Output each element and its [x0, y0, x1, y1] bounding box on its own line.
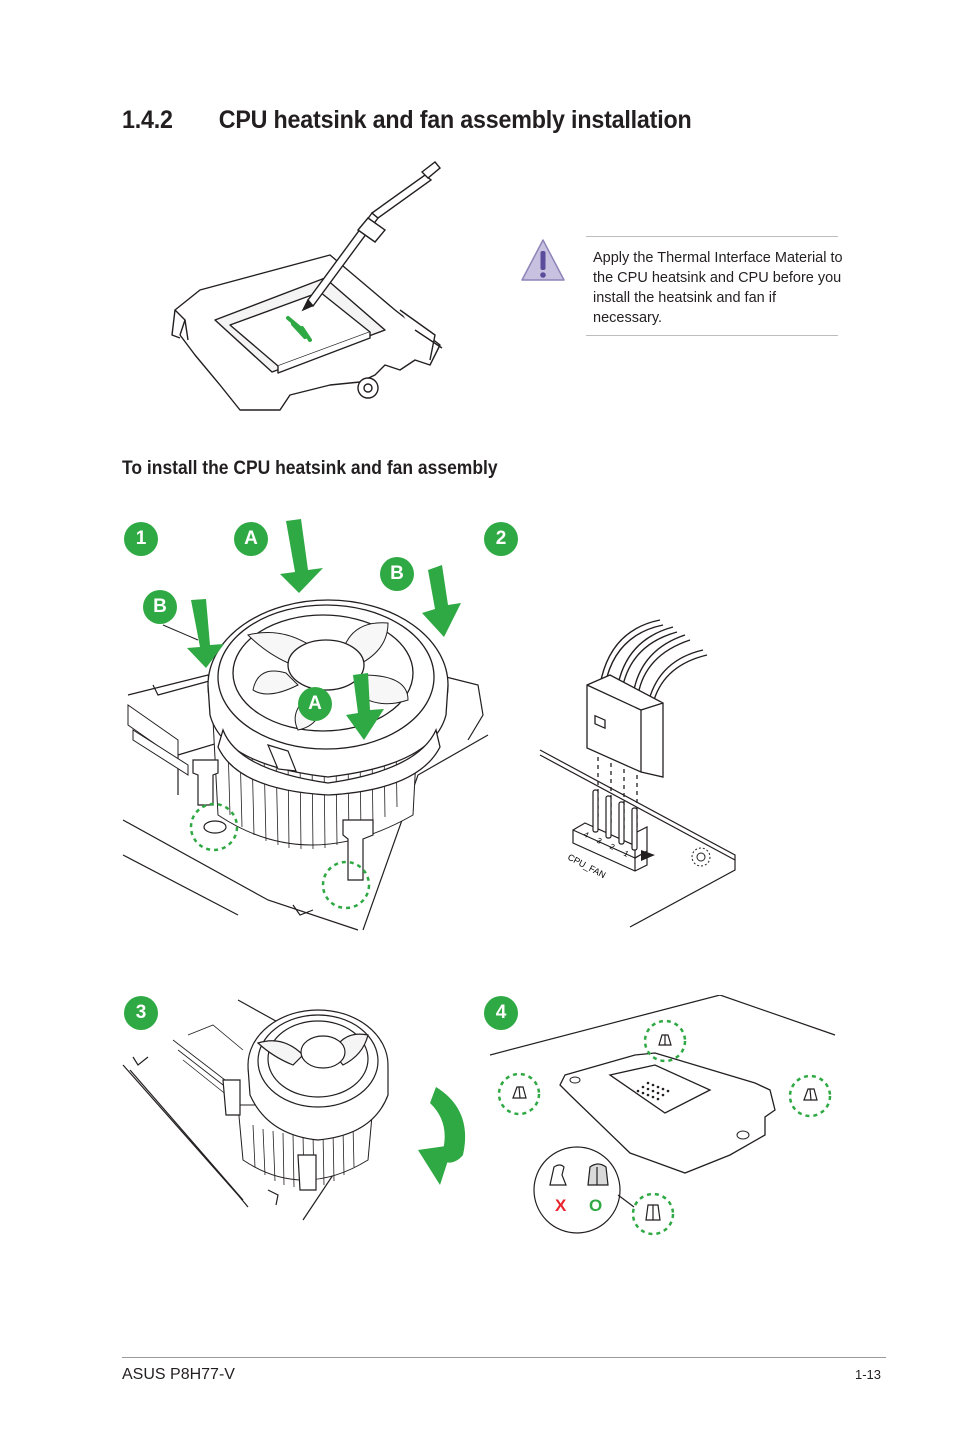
callout-b-right: B [380, 557, 414, 591]
warning-icon [521, 239, 565, 281]
pin-label-4: 4 [582, 830, 591, 840]
callout-b-left: B [143, 590, 177, 624]
step1-illustration [122, 519, 489, 931]
section-title-text: CPU heatsink and fan assembly installati… [218, 106, 692, 134]
thermal-paste-illustration [171, 161, 443, 411]
section-number: 1.4.2 [122, 106, 173, 134]
footer-page-number: 1-13 [855, 1367, 882, 1382]
footer-divider [122, 1357, 886, 1358]
procedure-subheading: To install the CPU heatsink and fan asse… [122, 458, 498, 479]
step-badge-3: 3 [124, 996, 158, 1030]
step-badge-2: 2 [484, 522, 518, 556]
footer-model: ASUS P8H77-V [122, 1366, 235, 1383]
right-mark: O [589, 1196, 602, 1215]
step-badge-4: 4 [484, 996, 518, 1030]
step3-illustration [122, 999, 466, 1221]
pin-label-1: 1 [622, 849, 631, 859]
note-box: Apply the Thermal Interface Material to … [586, 236, 843, 336]
callout-a-top: A [234, 522, 268, 556]
pin-label-2: 2 [608, 842, 617, 852]
note-text: Apply the Thermal Interface Material to … [593, 250, 843, 326]
callout-a-center: A [298, 687, 332, 721]
step4-illustration: X O [490, 995, 836, 1236]
section-title: 1.4.2 CPU heatsink and fan assembly insta… [122, 106, 692, 135]
step-badge-1: 1 [124, 522, 158, 556]
step2-illustration: 4 3 2 1 CPU_FAN [539, 619, 736, 928]
wrong-mark: X [555, 1196, 567, 1215]
pin-label-3: 3 [595, 836, 604, 846]
